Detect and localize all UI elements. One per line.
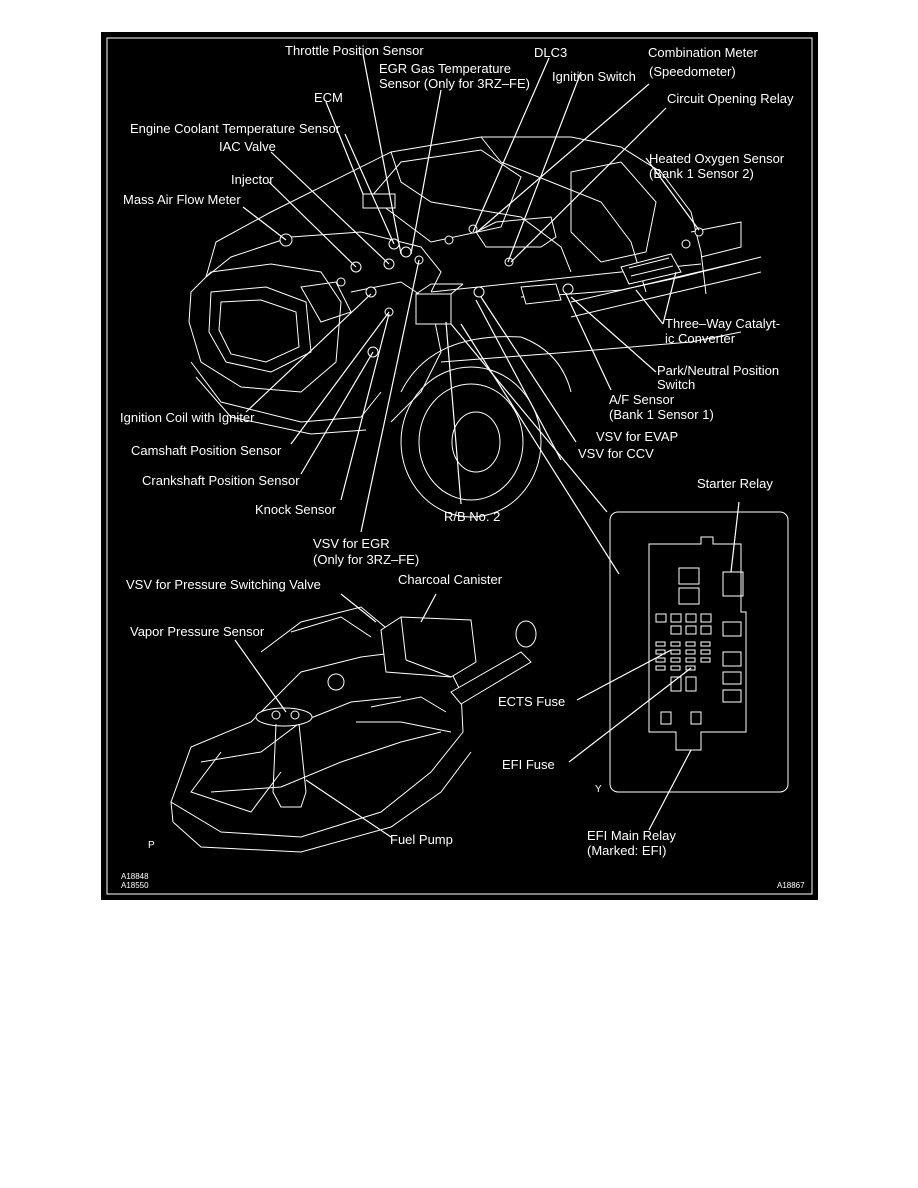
label-ignition-switch: Ignition Switch [552,69,636,84]
label-combination-meter-line1: Combination Meter [648,45,758,60]
label-ecm: ECM [314,90,343,105]
label-park-neutral-line1: Park/Neutral Position [657,363,780,378]
label-dlc3: DLC3 [534,45,568,60]
figure-code-a18848: A18848 [121,872,149,881]
label-vsv-egr-line2: (Only for 3RZ–FE) [313,552,420,567]
label-ects-fuse: ECTS Fuse [498,694,566,709]
label-efi-fuse: EFI Fuse [502,757,555,772]
label-ignition-coil: Ignition Coil with Igniter [120,410,255,425]
label-mass-air-flow-meter: Mass Air Flow Meter [123,192,241,207]
component-location-diagram: Throttle Position Sensor EGR Gas Tempera… [101,32,818,900]
label-vsv-ccv: VSV for CCV [578,446,654,461]
label-injector: Injector [231,172,274,187]
label-iac-valve: IAC Valve [219,139,276,154]
label-heated-oxygen-line1: Heated Oxygen Sensor [649,151,785,166]
label-rb-no2: R/B No. 2 [444,509,501,524]
label-vsv-evap: VSV for EVAP [596,429,679,444]
label-throttle-position-sensor: Throttle Position Sensor [285,43,424,58]
label-efi-main-line1: EFI Main Relay [587,828,676,843]
diagram-artwork [106,37,813,895]
label-vapor-pressure-sensor: Vapor Pressure Sensor [130,624,265,639]
label-knock-sensor: Knock Sensor [255,502,336,517]
vehicle-illustration [188,136,762,518]
label-three-way-line1: Three–Way Catalyt- [665,316,781,331]
label-charcoal-canister: Charcoal Canister [398,572,503,587]
label-engine-coolant-temp-sensor: Engine Coolant Temperature Sensor [130,121,341,136]
diagram-border [106,37,813,895]
label-park-neutral-line2: Switch [657,377,696,392]
figure-code-a18867: A18867 [777,881,805,890]
label-heated-oxygen-line2: (Bank 1 Sensor 2) [649,166,754,181]
label-vsv-egr-line1: VSV for EGR [313,536,390,551]
label-egr-gas-temp-line1: EGR Gas Temperature [379,61,511,76]
label-egr-gas-temp-line2: Sensor (Only for 3RZ–FE) [379,76,530,91]
leader-lines-top [242,53,700,575]
label-mark-y: Y [595,784,602,795]
label-circuit-opening-relay: Circuit Opening Relay [667,91,794,106]
label-combination-meter-line2: (Speedometer) [649,64,736,79]
label-af-sensor-line1: A/F Sensor [609,392,675,407]
ecm-box [362,193,396,209]
label-af-sensor-line2: (Bank 1 Sensor 1) [609,407,714,422]
rb-no2-box [415,293,452,325]
label-camshaft-sensor: Camshaft Position Sensor [131,443,282,458]
label-vsv-pressure-switching: VSV for Pressure Switching Valve [126,577,321,592]
label-three-way-line2: ic Converter [665,331,736,346]
label-crankshaft-sensor: Crankshaft Position Sensor [142,473,300,488]
figure-code-a18550: A18550 [121,881,149,890]
fuel-tank-illustration [170,593,537,853]
relay-block-inset [568,501,789,831]
label-starter-relay: Starter Relay [697,476,773,491]
label-efi-main-line2: (Marked: EFI) [587,843,667,858]
label-fuel-pump: Fuel Pump [390,832,453,847]
label-mark-p: P [148,840,155,851]
